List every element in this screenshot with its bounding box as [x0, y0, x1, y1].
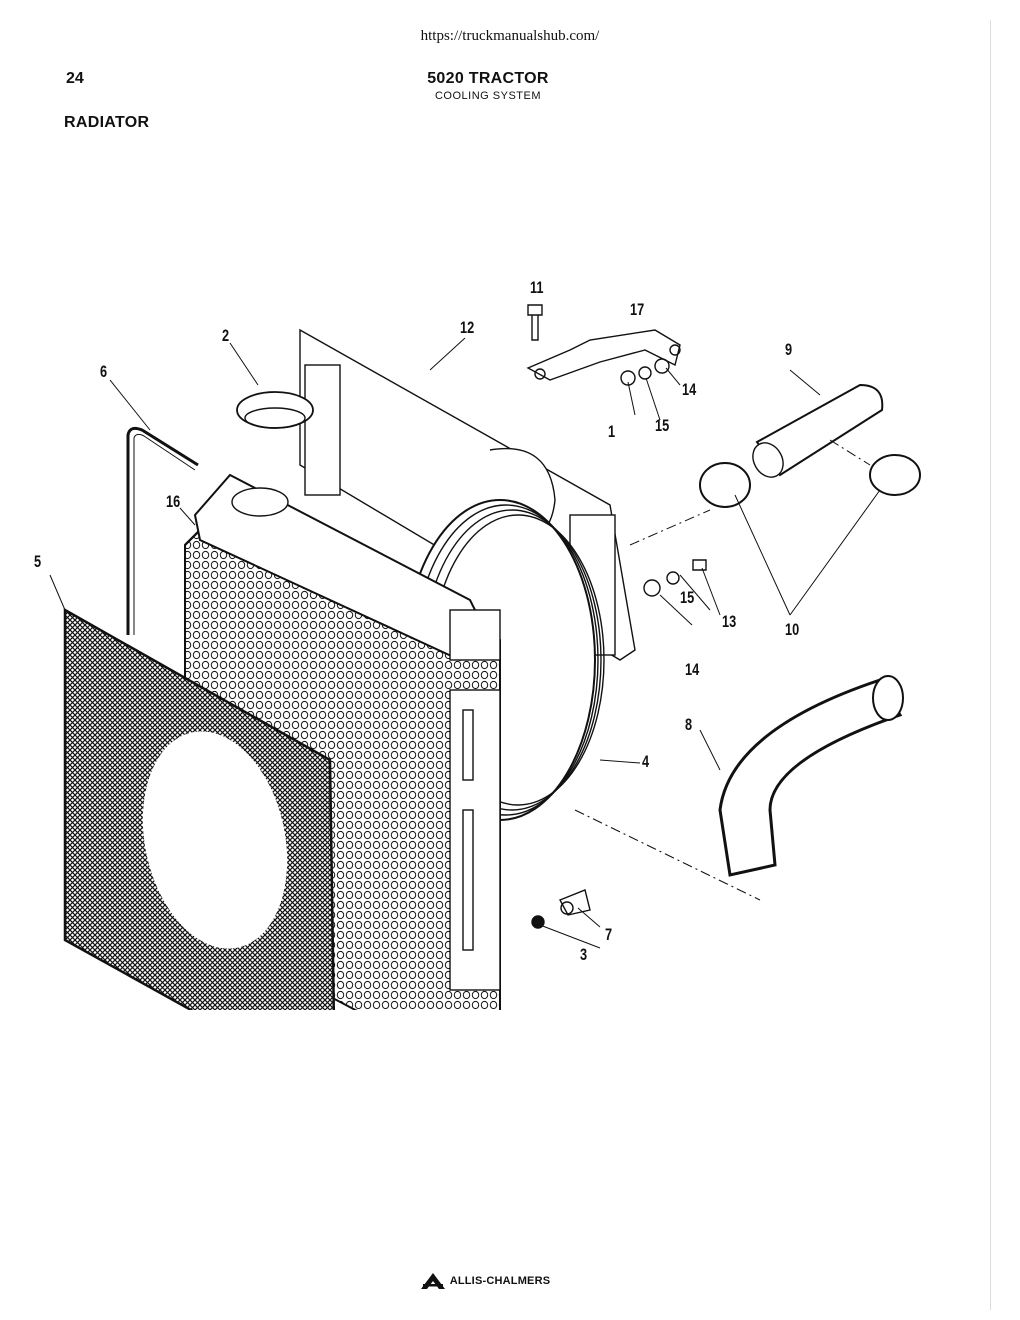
callout-17: 17: [630, 300, 645, 319]
lower-hose: [718, 678, 903, 877]
callout-9: 9: [785, 340, 793, 359]
callout-2: 2: [222, 326, 230, 345]
radiator-illustration: [49, 304, 921, 1010]
support-brace: [526, 329, 681, 381]
callout-15-lower: 15: [680, 588, 695, 607]
upper-hose: [755, 383, 884, 477]
callout-7: 7: [605, 925, 613, 944]
page-number: 24: [66, 70, 84, 87]
section-heading: RADIATOR: [64, 114, 150, 131]
callout-11: 11: [530, 278, 544, 297]
hose-clamp-right: [869, 454, 921, 496]
callout-12: 12: [460, 318, 475, 337]
callout-8: 8: [685, 715, 693, 734]
logo-text: ALLIS-CHALMERS: [449, 1275, 551, 1287]
callout-3: 3: [580, 945, 588, 964]
exploded-parts-diagram: 11 17 12 2 9 6 14 1 15 16 5 15 13 10 14 …: [30, 270, 930, 1010]
callout-10: 10: [785, 620, 800, 639]
footer-logo: ALLIS-CHALMERS: [0, 1272, 970, 1290]
source-url[interactable]: https://truckmanualshub.com/: [420, 28, 600, 44]
overflow-tube: [126, 426, 199, 635]
callout-14-lower: 14: [685, 660, 700, 679]
hose-clamp-left: [699, 462, 751, 508]
callout-4: 4: [642, 752, 650, 771]
callout-14-upper: 14: [682, 380, 697, 399]
bolt-11: [527, 304, 543, 341]
callout-6: 6: [100, 362, 108, 381]
callout-16: 16: [166, 492, 181, 511]
scan-edge-line: [990, 20, 991, 1310]
page-title: 5020 TRACTOR: [427, 70, 549, 87]
page-subtitle: COOLING SYSTEM: [434, 90, 542, 102]
callout-1: 1: [608, 422, 616, 441]
allis-chalmers-a-logo-icon: [420, 1273, 445, 1289]
callout-15-upper: 15: [655, 416, 670, 435]
callout-5: 5: [34, 552, 42, 571]
callout-13: 13: [722, 612, 737, 631]
